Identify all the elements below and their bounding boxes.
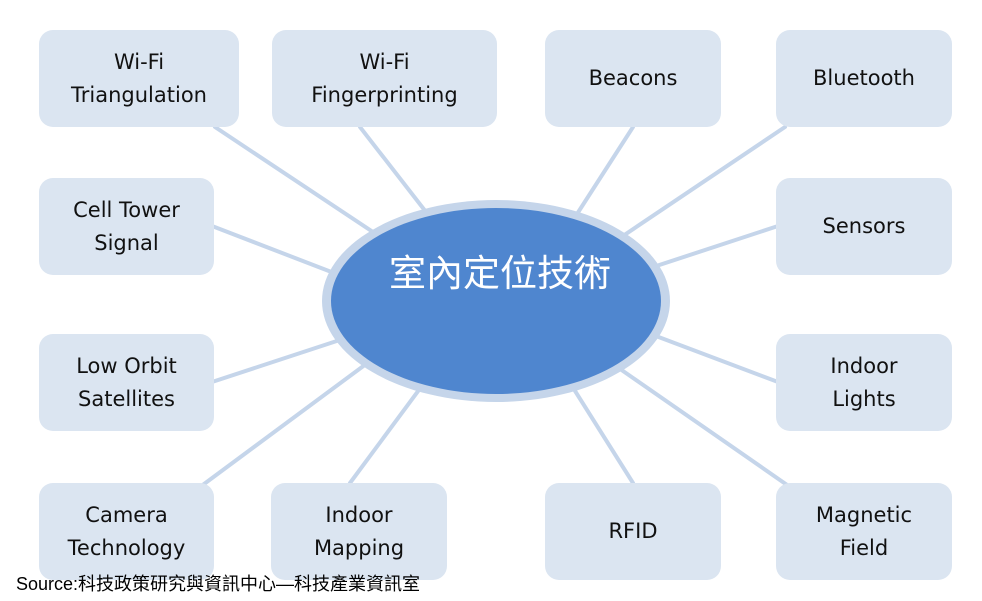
node-beacons: Beacons bbox=[545, 30, 721, 127]
spoke-low-orbit-satellites bbox=[210, 333, 357, 384]
node-label-line: Signal bbox=[94, 230, 159, 255]
spoke-indoor-lights bbox=[638, 328, 780, 384]
node-label-line: Fingerprinting bbox=[311, 82, 458, 107]
node-label-line: Wi-Fi bbox=[359, 49, 410, 74]
node-label-line: RFID bbox=[608, 519, 658, 543]
node-label-line: Lights bbox=[832, 386, 896, 411]
node-label-line: Low Orbit bbox=[76, 353, 177, 378]
node-label-line: Magnetic bbox=[815, 502, 913, 527]
spoke-sensors bbox=[636, 224, 780, 274]
node-label-line: Field bbox=[839, 535, 889, 560]
spoke-camera-technology bbox=[198, 348, 387, 489]
node-rfid: RFID bbox=[545, 483, 721, 580]
spoke-beacons bbox=[566, 125, 635, 230]
source-caption: Source:科技政策研究與資訊中心—科技產業資訊室 bbox=[16, 574, 421, 594]
node-label-line: Mapping bbox=[313, 535, 405, 560]
node-label-line: Triangulation bbox=[71, 82, 207, 107]
spoke-rfid bbox=[563, 373, 635, 485]
spoke-wifi-triangulation bbox=[213, 125, 402, 252]
node-label-line: Bluetooth bbox=[813, 66, 915, 90]
node-label-line: Beacons bbox=[588, 66, 678, 90]
node-label-line: Sensors bbox=[822, 214, 906, 238]
node-label-line: Camera bbox=[85, 502, 168, 527]
node-sensors: Sensors bbox=[776, 178, 952, 275]
spoke-bluetooth bbox=[603, 125, 787, 250]
node-label-line: Wi-Fi bbox=[113, 49, 165, 74]
node-label-line: Indoor bbox=[325, 502, 393, 527]
center-ellipse bbox=[331, 208, 661, 394]
node-bluetooth: Bluetooth bbox=[776, 30, 952, 127]
spoke-magnetic-field bbox=[598, 353, 792, 489]
node-label-line: Technology bbox=[67, 535, 186, 560]
node-label-line: Satellites bbox=[78, 386, 175, 411]
center-label: 室內定位技術 bbox=[389, 252, 611, 295]
node-label-line: Indoor bbox=[830, 353, 898, 378]
node-label-line: Cell Tower bbox=[73, 197, 180, 222]
spoke-indoor-mapping bbox=[348, 373, 432, 485]
